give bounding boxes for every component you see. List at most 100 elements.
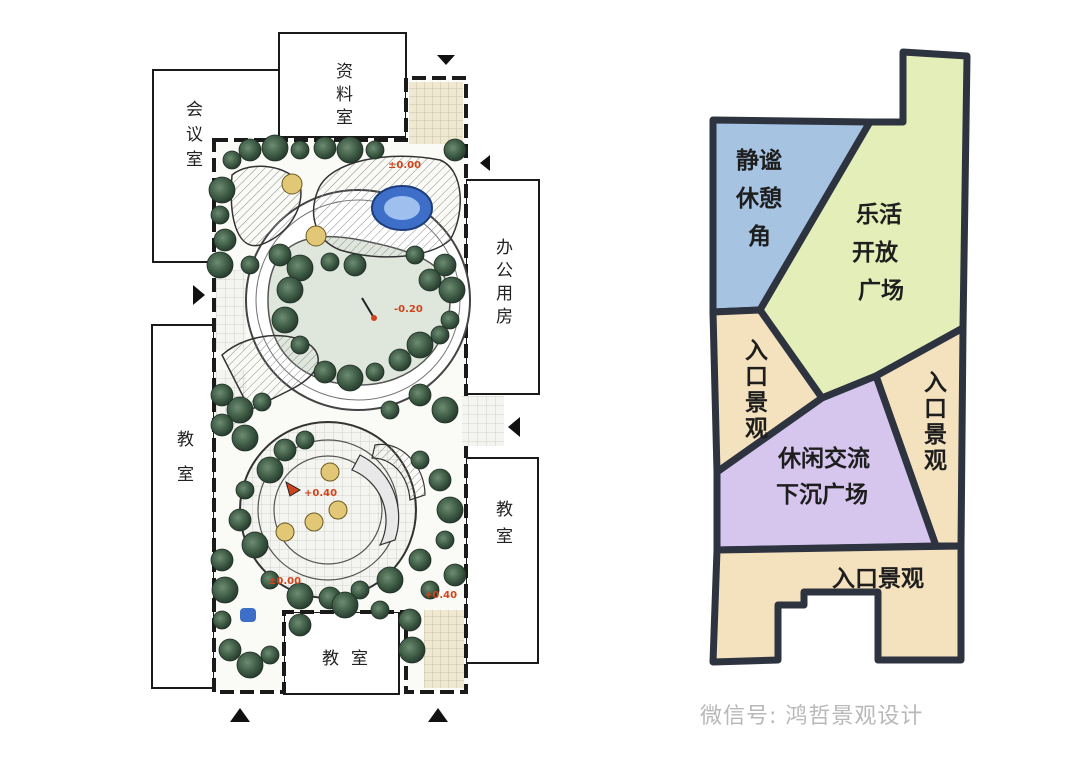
tree-canopy [210,548,234,572]
tree-canopy [406,331,434,359]
tree-canopy [218,638,242,662]
tree-canopy [290,335,310,355]
tree-canopy [398,608,422,632]
plaza-marker [285,480,301,497]
tree-canopy [210,413,234,437]
umbrella [320,462,340,482]
elevation-mark: ±0.00 [388,160,421,171]
tree-canopy [408,548,432,572]
zoning-diagram [709,48,971,666]
tree-canopy [208,176,236,204]
tree-canopy [370,600,390,620]
tree-canopy [295,430,315,450]
central-sculpture [361,297,375,319]
classroom-left [151,324,215,689]
tree-canopy [376,566,404,594]
tree-canopy [398,636,426,664]
elevation-marks: ±0.00 -0.20 +0.40 ±0.00 +0.40 [268,160,457,601]
tree-canopy [436,496,464,524]
tree-canopy [256,456,284,484]
tree-canopy [228,508,252,532]
tree-canopy [288,613,312,637]
tree-canopy [210,383,234,407]
office-room [465,179,540,395]
sculpture-dot [371,315,377,321]
tree-canopy [365,140,385,160]
entrance-arrow-south-2 [428,708,448,722]
tree-canopy [222,150,242,170]
site-plan: 资料室 会议室 办公用房 教室 教室 教室 ±0.00 -0.20 +0.40 … [151,32,540,722]
north-entry-paving [409,82,463,144]
tree-canopy [408,383,432,407]
tree-canopy [443,138,467,162]
tree-canopy [420,580,440,600]
tree-canopy [211,576,239,604]
entrance-arrow-west [193,285,205,305]
tree-canopy [226,396,254,424]
umbrella [304,512,324,532]
umbrellas [275,173,348,542]
tree-canopy [418,268,442,292]
swoosh-walkway [221,334,319,412]
tree-canopy [206,251,234,279]
office-label: 办公用房 [492,238,513,330]
elevation-mark: -0.20 [394,304,423,315]
zone-entrance-bottom [709,542,965,666]
tree-canopy [410,450,430,470]
entrance-bottom-label: 入口景观 [832,565,924,592]
elevation-mark: +0.40 [304,488,337,499]
archive-room [278,32,407,138]
tree-canopy [343,253,367,277]
elevation-mark: +0.40 [424,590,457,601]
tree-canopy [365,362,385,382]
southeast-entry-paving [424,610,464,688]
tree-canopy [241,531,269,559]
seating-steps [351,454,400,547]
classroom-bottom-label: 教室 [322,649,380,669]
entrance-arrow-east-2 [508,417,520,437]
sunken-plaza-label: 休闲交流下沉广场 [776,445,870,508]
umbrella [328,500,348,520]
tree-canopy [428,468,452,492]
tree-canopy [388,348,412,372]
pool-inner [384,196,420,220]
tree-canopy [235,480,255,500]
tree-canopy [261,134,289,162]
tree-canopy [276,276,304,304]
quiet-rest-label: 静谧休憩角 [735,147,782,250]
classroom-right-label: 教室 [492,500,513,554]
umbrella [281,173,303,195]
tree-canopy [273,438,297,462]
tree-canopy [210,205,230,225]
tree-canopy [438,276,466,304]
entrance-arrow-south-1 [230,708,250,722]
entrance-markers [193,55,520,722]
elevation-mark: ±0.00 [268,576,301,587]
tree-canopy [435,530,455,550]
tree-canopy [260,570,280,590]
meeting-label: 会议室 [182,100,203,175]
sunken-plaza-step-2 [273,455,383,565]
tree-canopy [238,138,262,162]
tree-canopy [430,325,450,345]
classroom-right [465,457,539,664]
classroom-left-label: 教室 [173,430,194,500]
tree-canopy [260,645,280,665]
room-labels: 资料室 会议室 办公用房 教室 教室 教室 [173,62,513,669]
tree-canopy [380,400,400,420]
tree-canopy [213,228,237,252]
tree-canopy [271,306,299,334]
trees [206,134,467,679]
tree-canopy [405,245,425,265]
watermark: 微信号: 鸿哲景观设计 [700,704,924,729]
west-entry-paving [216,270,246,350]
entrance-arrow-north [437,55,455,65]
tree-canopy [268,243,292,267]
tree-canopy [252,392,272,412]
zone-labels: 静谧休憩角 乐活开放广场 入口景观 入口景观 休闲交流下沉广场 入口景观 [735,147,947,592]
tree-canopy [286,254,314,282]
umbrella [305,225,327,247]
small-water-feature [240,608,256,622]
umbrella [275,522,295,542]
